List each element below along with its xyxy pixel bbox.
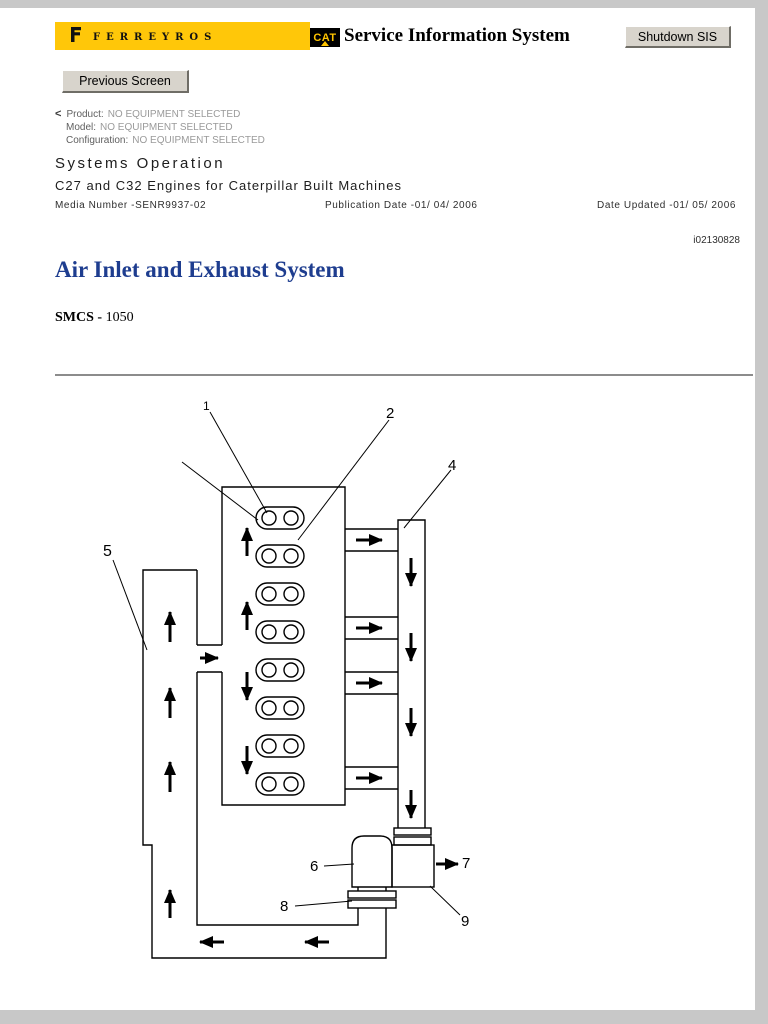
document-title: C27 and C32 Engines for Caterpillar Buil… <box>55 178 402 193</box>
diagram-callouts: 1 2 4 5 6 7 8 9 <box>103 399 470 930</box>
inlet-passage <box>197 644 222 673</box>
callout-1: 1 <box>203 399 210 413</box>
leader-line-8 <box>294 900 353 907</box>
cylinder-unit <box>255 506 305 530</box>
leader-line-9 <box>429 885 461 916</box>
cylinder-unit <box>255 658 305 682</box>
cat-logo-triangle-icon <box>321 41 329 46</box>
exhaust-manifold <box>397 519 426 828</box>
previous-screen-button[interactable]: Previous Screen <box>62 70 189 93</box>
exhaust-stub-pipes <box>345 528 398 790</box>
callout-4: 4 <box>448 457 456 474</box>
callout-5: 5 <box>103 543 112 560</box>
back-chevron-icon[interactable]: < <box>55 108 62 120</box>
cylinder-unit <box>255 772 305 796</box>
turbine-inlet-flange <box>393 827 432 836</box>
callout-7: 7 <box>462 855 470 872</box>
intake-duct <box>142 569 387 959</box>
configuration-value: NO EQUIPMENT SELECTED <box>132 135 265 146</box>
ferreyros-logo-text: ferreyros <box>93 28 218 44</box>
exhaust-stub-pipe <box>345 671 398 695</box>
leader-line-1b <box>181 461 259 521</box>
leader-lines <box>112 411 461 916</box>
smcs-line: SMCS - 1050 <box>55 310 134 326</box>
leader-line-5 <box>112 559 148 651</box>
app-title: Service Information System <box>344 25 570 46</box>
exhaust-stub-pipe <box>345 766 398 790</box>
cat-logo-text: CAT <box>313 31 337 44</box>
intake-duct-inner <box>196 672 359 926</box>
compressor-housing <box>351 835 393 888</box>
smcs-label: SMCS - <box>55 310 103 325</box>
info-id: i02130828 <box>693 235 740 246</box>
exhaust-stub-pipe <box>345 528 398 552</box>
leader-line-6 <box>323 863 355 867</box>
smcs-code: 1050 <box>105 310 134 325</box>
document-page: ferreyros CAT Service Information System… <box>0 8 755 1010</box>
exhaust-manifold-outline <box>397 519 426 828</box>
publication-date: Publication Date -01/ 04/ 2006 <box>325 200 478 211</box>
callout-9: 9 <box>461 913 469 930</box>
turbocharger <box>347 827 435 909</box>
turbine-housing <box>391 844 435 888</box>
cylinder-unit <box>255 734 305 758</box>
leader-line-1 <box>209 411 268 514</box>
engine-block <box>221 486 346 806</box>
equipment-product-row: < Product:NO EQUIPMENT SELECTED <box>55 108 265 121</box>
cylinder-unit <box>255 582 305 606</box>
article-title: Air Inlet and Exhaust System <box>55 257 345 282</box>
flow-arrows <box>164 527 459 948</box>
media-number: Media Number -SENR9937-02 <box>55 200 207 211</box>
cylinder-unit <box>255 696 305 720</box>
section-title: Systems Operation <box>55 155 226 172</box>
turbine-inlet-flange <box>393 836 432 846</box>
product-label: Product: <box>66 109 104 120</box>
callout-6: 6 <box>310 858 318 875</box>
configuration-label: Configuration: <box>66 135 129 146</box>
compressor-flange <box>347 899 397 909</box>
callout-8: 8 <box>280 898 288 915</box>
cylinder-bank <box>255 506 305 796</box>
ferreyros-logo-bar: ferreyros <box>55 22 310 50</box>
cylinder-unit <box>255 544 305 568</box>
equipment-info: <Product:NO EQUIPMENT SELECTED Model:NO … <box>55 108 265 147</box>
shutdown-sis-button[interactable]: Shutdown SIS <box>625 26 731 48</box>
equipment-model-row: Model:NO EQUIPMENT SELECTED <box>55 121 265 134</box>
compressor-flange <box>347 890 397 899</box>
air-inlet-exhaust-diagram: 1 2 4 5 6 7 8 9 <box>103 399 470 959</box>
equipment-configuration-row: Configuration:NO EQUIPMENT SELECTED <box>55 134 265 147</box>
model-value: NO EQUIPMENT SELECTED <box>100 122 233 133</box>
product-value: NO EQUIPMENT SELECTED <box>107 109 241 120</box>
exhaust-stub-pipe <box>345 616 398 640</box>
cat-logo: CAT <box>310 28 340 47</box>
leader-line-4 <box>403 469 452 529</box>
callout-2: 2 <box>386 405 394 422</box>
horizontal-divider <box>55 374 753 376</box>
date-updated: Date Updated -01/ 05/ 2006 <box>597 200 737 211</box>
leader-line-2 <box>297 419 390 541</box>
model-label: Model: <box>66 122 97 133</box>
ferreyros-logo-icon <box>69 26 83 47</box>
cylinder-unit <box>255 620 305 644</box>
engine-block-outline <box>221 486 346 806</box>
intake-duct-outer <box>142 569 387 959</box>
